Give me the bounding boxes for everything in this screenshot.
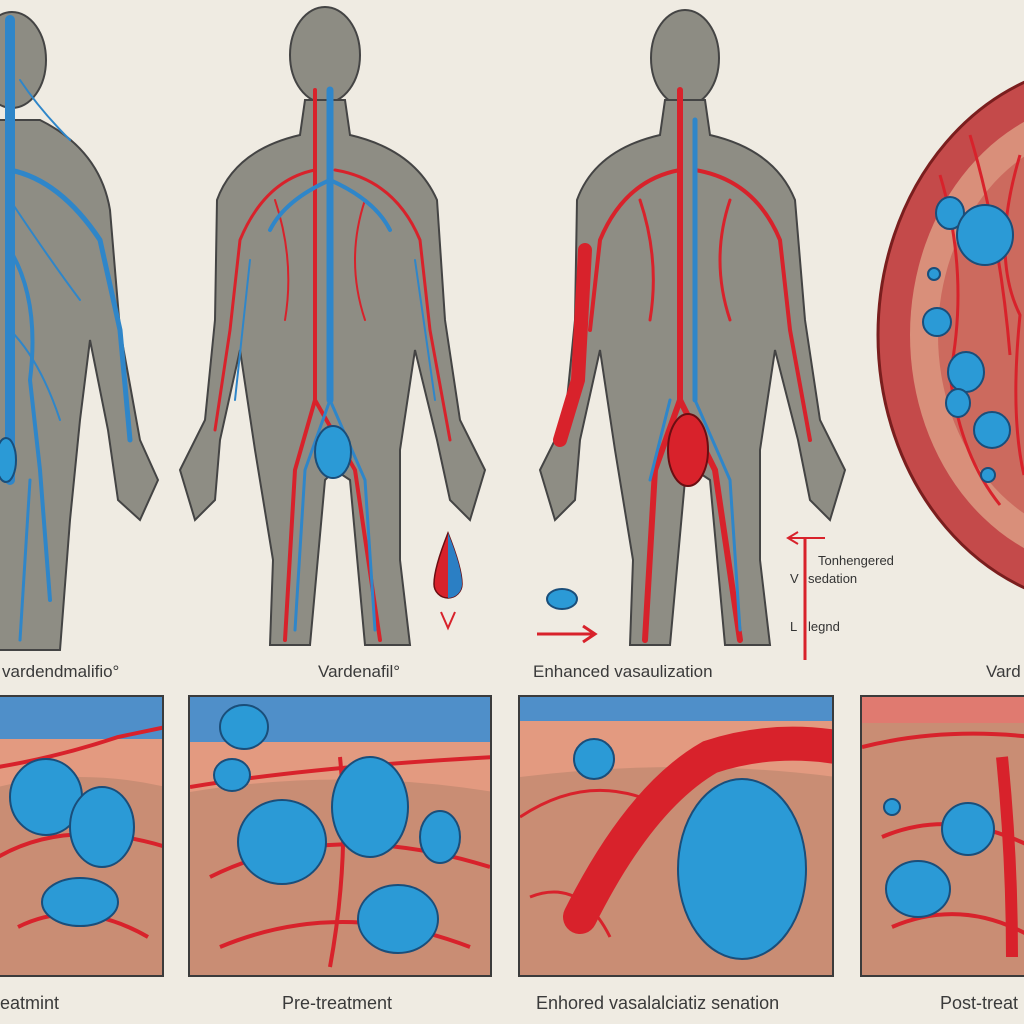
caption-figure-2: Vardenafil° [318,662,401,681]
panel-2-tissue [188,695,492,977]
artery-network [862,731,1024,958]
caption-figure-4: Vard [986,662,1021,681]
vein-network [5,15,133,642]
blue-organ-shape [314,425,352,479]
tissue-cells [213,704,461,954]
panel-4-tissue [860,695,1024,977]
caption-panel-1: eatmint [0,993,60,1013]
blood-droplet-icon [433,530,463,631]
legend-line-2: V [790,571,799,586]
tissue-cells [883,798,995,918]
vein-network [234,86,436,632]
caption-panel-4: Post-treat [940,993,1019,1013]
blue-organ-shape [0,437,17,483]
legend-line-4: L [790,619,798,634]
caption-figure-1: vardendmalifio° [2,662,120,681]
legend-line-1: Tonhengered [818,553,894,568]
enhanced-artery [563,726,832,934]
tissue-cells [573,738,807,960]
blue-capsule-icon [546,588,578,610]
right-arrow-icon [537,624,598,644]
figure-1-body-blue-veins [0,11,160,651]
red-organ-shape [667,413,709,487]
legend-bracket [786,531,825,660]
artery-network [520,788,641,938]
caption-figure-3: Enhanced vasaulization [533,662,713,681]
body-silhouette [0,11,160,651]
legend-line-5: legnd [808,619,840,634]
tissue-cells [9,758,135,927]
panel-1-tissue [0,695,164,977]
legend-line-3: sedation [808,571,858,586]
caption-panel-3: Enhored vasalalciatiz senation [536,993,780,1013]
figure-4-vessel-cross-section [876,80,1024,590]
caption-panel-2: Pre-treatment [282,993,393,1013]
vein-network [648,117,742,632]
panel-3-tissue [518,695,834,977]
enhanced-arm-artery [553,243,592,447]
cross-section-cells [922,196,1014,483]
figure-2-body-vessels [178,6,487,646]
figure-3-body-enhanced [538,9,847,646]
